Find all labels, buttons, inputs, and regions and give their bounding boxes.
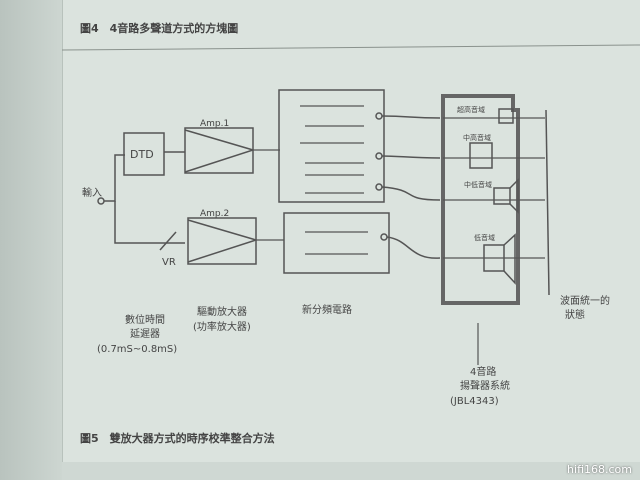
wire: [381, 186, 441, 201]
amp2-triangle: [187, 219, 259, 263]
mid-high-driver: [469, 142, 493, 169]
sound-arrows: [443, 117, 545, 259]
book-page: [62, 0, 640, 462]
dtd-box: [123, 132, 165, 176]
low-label: 低音域: [474, 233, 495, 242]
crossover-lower: [283, 212, 390, 274]
super-high-label: 超高音域: [457, 105, 485, 114]
crossover-upper: [278, 89, 385, 203]
amp2-label: Amp.2: [200, 209, 229, 219]
mid-low-cone: [509, 178, 519, 214]
terminal: [375, 152, 383, 160]
speaker-cabinet: [441, 94, 520, 305]
dtd-label: DTD: [130, 148, 154, 161]
amp1-triangle: [184, 129, 256, 173]
figure4-caption: 圖4 4音路多聲道方式的方塊圖: [80, 22, 239, 35]
vr-label: VR: [162, 257, 176, 268]
wire: [114, 201, 168, 244]
low-cone: [503, 233, 516, 285]
wire: [381, 115, 441, 119]
super-high-driver: [498, 108, 514, 124]
mid-low-label: 中低音域: [464, 180, 492, 189]
system-label: (JBL4343): [450, 396, 499, 407]
delay-label: (0.7mS~0.8mS): [97, 344, 177, 355]
figure5-caption: 圖5 雙放大器方式的時序校準整合方法: [80, 432, 275, 445]
terminal: [375, 183, 383, 191]
wire: [104, 154, 125, 202]
delay-label: 數位時間: [125, 313, 165, 326]
vr-symbol: [159, 231, 177, 251]
crossover-label: 新分頻電路: [302, 303, 352, 316]
input-label: 輸入: [82, 186, 102, 199]
amp1-label: Amp.1: [200, 119, 229, 129]
amp1-box: [184, 127, 254, 174]
wavefront-label: 波面統一的: [560, 294, 610, 307]
terminal: [375, 112, 383, 120]
terminal: [380, 233, 388, 241]
wavefront-line: [545, 109, 550, 296]
system-label: 揚聲器系統: [460, 379, 510, 392]
mid-high-label: 中高音域: [463, 133, 491, 142]
mid-low-driver: [493, 187, 511, 205]
wavefront-label: 狀態: [565, 308, 585, 321]
amp-label: 驅動放大器: [197, 305, 247, 318]
amp2-box: [187, 217, 257, 265]
delay-label: 延遲器: [130, 328, 160, 340]
book-gutter: [0, 0, 62, 480]
system-label: 4音路: [470, 365, 496, 378]
wire: [386, 236, 441, 259]
watermark: hifi168.com: [567, 463, 632, 476]
wire: [381, 155, 441, 159]
crossover-components: [253, 105, 368, 255]
amp-label: (功率放大器): [193, 320, 251, 333]
